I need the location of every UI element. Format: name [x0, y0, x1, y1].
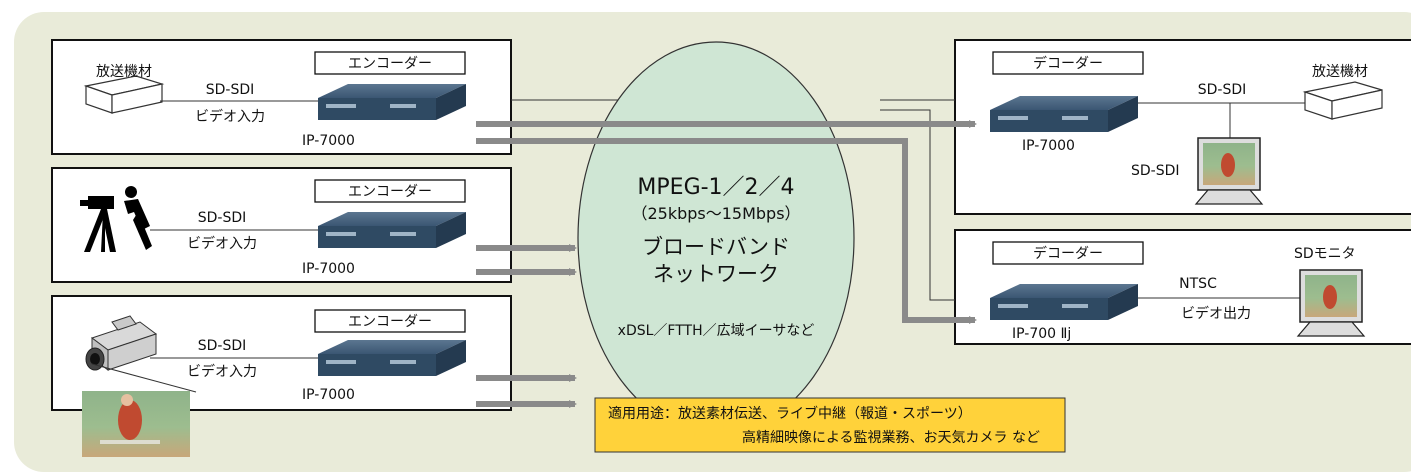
encoder3-model: IP-7000 — [302, 387, 355, 403]
decoder2-device — [990, 284, 1138, 320]
encoder1-source-label: 放送機材 — [96, 64, 152, 80]
stream-arrows — [476, 120, 977, 408]
decoder2-model: IP-700 Ⅱj — [1012, 326, 1071, 342]
network-name-line2: ネットワーク — [653, 262, 779, 286]
encoder2-tag: エンコーダー — [348, 184, 432, 200]
decoder2-tag-box — [992, 241, 1144, 265]
network-bitrate: （25kbps～15Mbps） — [631, 204, 800, 223]
encoder2-model: IP-7000 — [302, 261, 355, 277]
usage-line2: 高精細映像による監視業務、お天気カメラ など — [742, 429, 1040, 446]
decoder2-tag: デコーダー — [1033, 245, 1103, 262]
encoder1-tag-box — [314, 51, 466, 75]
network-codec: MPEG-1／2／4 — [637, 175, 794, 200]
encoder1-signal: SD-SDI — [206, 82, 255, 98]
decoder1-signal: SD-SDI — [1198, 82, 1247, 98]
decoder1-model: IP-7000 — [1022, 138, 1075, 154]
decoder2-signal: NTSC — [1179, 276, 1217, 292]
camera-preview-photo — [82, 391, 190, 457]
encoder3-tag-box — [314, 309, 466, 333]
encoder2-tag-box — [314, 179, 466, 203]
sd-monitor-icon — [1296, 269, 1366, 337]
decoder2-monitor-label: SDモニタ — [1294, 246, 1356, 262]
encoder1-io: ビデオ入力 — [195, 108, 265, 125]
network-access: xDSL／FTTH／広域イーサなど — [618, 323, 815, 339]
camera-operator-icon — [80, 186, 152, 252]
encoder3-device — [318, 340, 466, 376]
encoder2-device — [318, 212, 466, 248]
encoder3-signal: SD-SDI — [198, 338, 247, 354]
broadcast-equipment-icon — [83, 75, 165, 114]
network-name-line1: ブロードバンド — [642, 235, 790, 259]
broadcast-equipment-icon-dest — [1302, 81, 1383, 120]
usage-note-box — [594, 397, 1066, 453]
decoder1-dest-label: 放送機材 — [1312, 64, 1368, 80]
encoder1-device — [318, 84, 466, 120]
decoder2-io: ビデオ出力 — [1181, 305, 1251, 322]
usage-line1: 適用用途：放送素材伝送、ライブ中継（報道・スポーツ） — [608, 405, 972, 422]
encoder1-model: IP-7000 — [302, 133, 355, 149]
encoder1-tag: エンコーダー — [348, 56, 432, 72]
encoder3-tag: エンコーダー — [348, 314, 432, 330]
encoder3-io: ビデオ入力 — [187, 363, 257, 380]
camera-view-line — [91, 363, 197, 393]
sdi-monitor-icon — [1194, 137, 1264, 205]
decoder1-tag-box — [992, 51, 1144, 75]
encoder2-signal: SD-SDI — [198, 210, 247, 226]
encoder2-io: ビデオ入力 — [187, 235, 257, 252]
decoder1-tag: デコーダー — [1033, 55, 1103, 72]
decoder1-monitor-label: SD-SDI — [1131, 163, 1180, 179]
decoder1-device — [990, 96, 1138, 132]
video-camera-icon — [85, 315, 158, 371]
